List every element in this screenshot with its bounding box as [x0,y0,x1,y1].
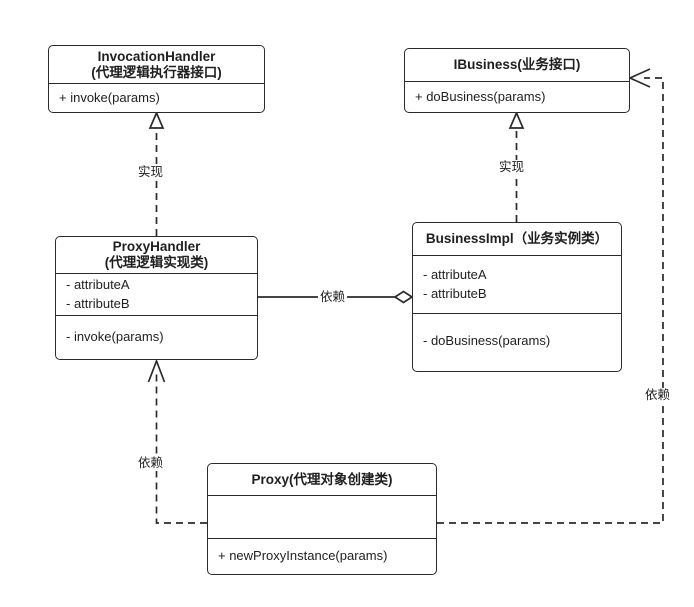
edge-label-proxy-depends-ibusiness: 依赖 [643,388,673,403]
hollow-diamond-arrowhead [393,290,414,304]
edge-proxy-depends-ibusiness [437,68,664,524]
class-title-invocation-handler: InvocationHandler (代理逻辑执行器接口) [49,46,264,83]
class-name-invocation-handler: InvocationHandler [97,48,216,64]
edge-line [155,372,207,524]
methods-business-impl: - doBusiness(params) [413,313,621,369]
edge-label-proxyhandler-implements-invocationhandler: 实现 [136,165,166,180]
class-subtitle-proxy-handler: (代理逻辑实现类) [104,255,209,270]
method-item: + doBusiness(params) [415,88,546,104]
method-item: - doBusiness(params) [423,333,551,349]
edge-proxyhandler-implements-invocationhandler [148,110,165,236]
class-name-business-impl: BusinessImpl（业务实例类） [425,231,609,247]
attribute-item: - attributeB [66,295,130,311]
methods-proxy-handler: - invoke(params) [56,315,257,359]
attribute-item: - attributeA [66,276,130,292]
method-item: + newProxyInstance(params) [218,548,388,564]
attributes-proxy-handler: - attributeA - attributeB [56,273,257,315]
edge-label-businessimpl-implements-ibusiness: 实现 [497,160,527,175]
class-title-proxy: Proxy(代理对象创建类) [208,464,436,495]
open-arrowhead [627,68,651,88]
attribute-item: - attributeA [423,266,487,282]
edge-businessimpl-implements-ibusiness [508,110,525,222]
attribute-item: - attributeB [423,285,487,301]
class-title-business-impl: BusinessImpl（业务实例类） [413,223,621,255]
method-item: + invoke(params) [59,89,160,105]
attributes-proxy [208,495,436,538]
class-title-proxy-handler: ProxyHandler (代理逻辑实现类) [56,237,257,273]
edge-label-proxyhandler-aggregates-businessimpl: 依赖 [318,290,348,305]
class-box-proxy[interactable]: Proxy(代理对象创建类) + newProxyInstance(params… [207,463,437,575]
class-box-business-impl[interactable]: BusinessImpl（业务实例类） - attributeA - attri… [412,222,622,372]
attributes-business-impl: - attributeA - attributeB [413,255,621,313]
methods-invocation-handler: + invoke(params) [49,83,264,112]
class-name-proxy-handler: ProxyHandler [112,239,201,255]
open-arrowhead [147,358,166,383]
method-item: - invoke(params) [66,329,164,345]
class-name-ibusiness: IBusiness(业务接口) [453,57,581,73]
hollow-triangle-arrowhead [148,110,165,129]
class-box-proxy-handler[interactable]: ProxyHandler (代理逻辑实现类) - attributeA - at… [55,236,258,360]
class-box-invocation-handler[interactable]: InvocationHandler (代理逻辑执行器接口) + invoke(p… [48,45,265,113]
methods-proxy: + newProxyInstance(params) [208,538,436,574]
edge-line [437,77,664,524]
edge-proxy-depends-proxyhandler [147,358,207,524]
class-name-proxy: Proxy(代理对象创建类) [251,471,393,487]
edge-label-proxy-depends-proxyhandler: 依赖 [136,456,166,471]
class-title-ibusiness: IBusiness(业务接口) [405,49,629,81]
methods-ibusiness: + doBusiness(params) [405,81,629,112]
class-box-ibusiness[interactable]: IBusiness(业务接口) + doBusiness(params) [404,48,630,113]
class-subtitle-invocation-handler: (代理逻辑执行器接口) [91,64,222,80]
hollow-triangle-arrowhead [508,110,525,129]
